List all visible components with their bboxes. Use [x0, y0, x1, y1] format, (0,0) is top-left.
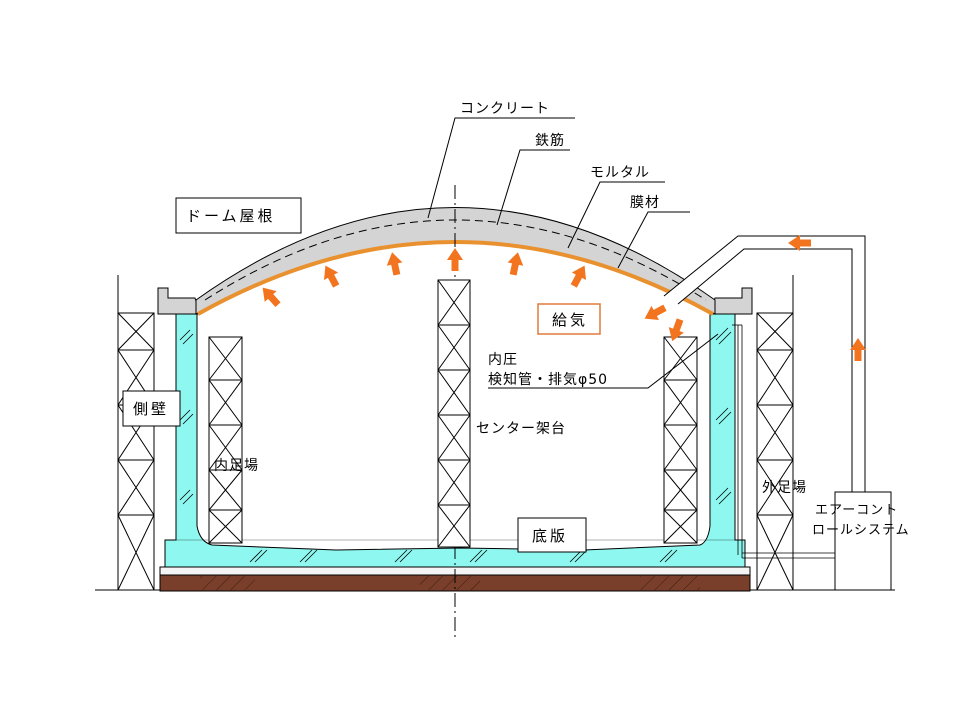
label-pressure-line1: 内圧 — [488, 352, 518, 368]
earth-hatch-mid — [420, 576, 480, 590]
label-air-control-line1: エアーコント — [815, 503, 898, 518]
earth-hatch-left — [200, 576, 255, 590]
label-base-slab: 底版 — [532, 527, 568, 545]
label-air-control-line2: ロールシステム — [812, 523, 910, 538]
supply-arrows — [644, 235, 866, 361]
base-slab-box — [517, 517, 587, 553]
label-outer-scaffold: 外足場 — [762, 480, 807, 496]
label-side-wall: 側壁 — [133, 400, 169, 418]
inner-right-scaffold — [663, 336, 698, 544]
inner-left-scaffold — [208, 336, 243, 544]
earth-hatch-right — [640, 576, 700, 590]
label-mortar: モルタル — [590, 165, 650, 181]
label-rebar: 鉄筋 — [535, 132, 565, 149]
left-outer-scaffold — [117, 312, 155, 591]
left-ring-beam — [157, 287, 201, 315]
side-wall-box — [122, 390, 181, 427]
center-frame-tower — [437, 279, 471, 548]
supply-air-box — [537, 303, 601, 335]
label-dome-roof: ドーム屋根 — [186, 207, 276, 225]
pressure-pipe — [732, 324, 835, 559]
label-concrete: コンクリート — [460, 101, 550, 117]
label-membrane: 膜材 — [630, 195, 660, 211]
label-supply-air: 給気 — [552, 311, 588, 329]
leader-lines — [427, 117, 719, 389]
right-ring-beam — [709, 287, 753, 315]
right-outer-scaffold — [756, 312, 794, 591]
label-center-frame: センター架台 — [476, 421, 566, 437]
dome-roof-box — [175, 197, 302, 234]
label-pressure-line2: 検知管・排気φ50 — [488, 371, 608, 388]
air-control-box — [834, 491, 892, 591]
pressure-arrows — [262, 248, 587, 308]
concrete-hatch-marks — [179, 327, 732, 563]
label-inner-scaffold: 内足場 — [214, 458, 259, 474]
